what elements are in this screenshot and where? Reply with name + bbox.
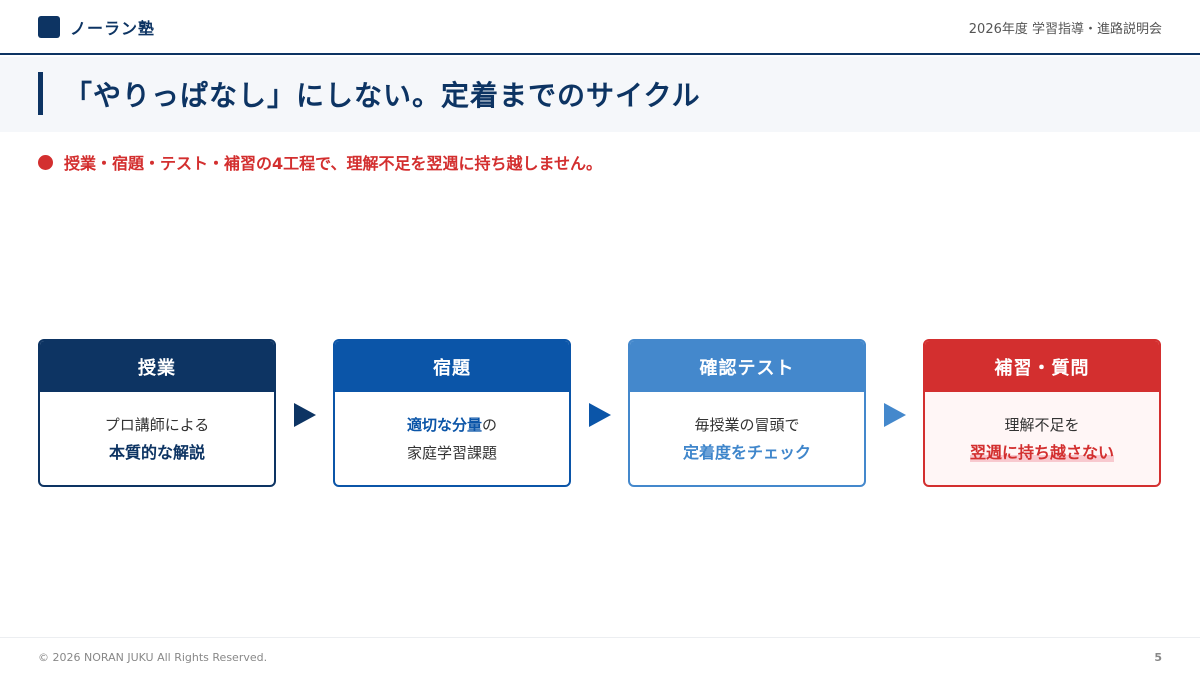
cycle-flow: 授業 プロ講師による 本質的な解説 宿題 適切な分量の 家庭学習課題 確認テスト… xyxy=(38,339,1162,487)
arrow-right-icon xyxy=(884,403,906,427)
step-body: 適切な分量の 家庭学習課題 xyxy=(335,392,569,485)
step-line-2-highlight: 翌週に持ち越さない xyxy=(969,442,1114,462)
arrow-right-icon xyxy=(294,403,316,427)
brand-name: ノーラン塾 xyxy=(70,19,156,38)
step-title: 補習・質問 xyxy=(925,341,1159,392)
step-body: プロ講師による 本質的な解説 xyxy=(40,392,274,485)
step-line-2: 家庭学習課題 xyxy=(406,443,497,462)
step-line-1: 適切な分量の xyxy=(407,411,497,439)
arrow-right-icon xyxy=(589,403,611,427)
subtitle: 授業・宿題・テスト・補習の4工程で、理解不足を翌週に持ち越しません。 xyxy=(38,150,602,174)
step-line-1: 理解不足を xyxy=(1004,415,1080,434)
step-title: 授業 xyxy=(40,341,274,392)
step-line-1-rest: の xyxy=(482,415,498,434)
step-line-2: 定着度をチェック xyxy=(682,442,811,462)
title-band: 「やりっぱなし」にしない。定着までのサイクル xyxy=(0,57,1200,132)
bullet-dot-icon xyxy=(38,154,53,170)
footer: © 2026 NORAN JUKU All Rights Reserved. 5 xyxy=(0,637,1200,675)
step-body: 毎授業の冒頭で 定着度をチェック xyxy=(630,392,864,485)
event-title: 2026年度 学習指導・進路説明会 xyxy=(968,22,1162,37)
brand-logo-icon xyxy=(38,16,60,38)
title-accent-bar xyxy=(38,72,43,115)
step-title: 宿題 xyxy=(335,341,569,392)
brand: ノーラン塾 xyxy=(38,15,155,39)
step-emphasis: 適切な分量 xyxy=(406,415,482,434)
step-line-2: 本質的な解説 xyxy=(108,442,205,462)
step-title: 確認テスト xyxy=(630,341,864,392)
page-title: 「やりっぱなし」にしない。定着までのサイクル xyxy=(64,79,701,112)
step-homework: 宿題 適切な分量の 家庭学習課題 xyxy=(333,339,571,487)
step-lesson: 授業 プロ講師による 本質的な解説 xyxy=(38,339,276,487)
subtitle-text: 授業・宿題・テスト・補習の4工程で、理解不足を翌週に持ち越しません。 xyxy=(64,154,603,173)
step-body: 理解不足を 翌週に持ち越さない xyxy=(925,392,1159,485)
step-line-1: 毎授業の冒頭で xyxy=(694,415,800,434)
step-check-test: 確認テスト 毎授業の冒頭で 定着度をチェック xyxy=(628,339,866,487)
copyright: © 2026 NORAN JUKU All Rights Reserved. xyxy=(38,651,268,664)
top-bar: ノーラン塾 2026年度 学習指導・進路説明会 xyxy=(0,0,1200,55)
page-number: 5 xyxy=(1154,651,1162,664)
step-line-1: プロ講師による xyxy=(104,415,210,434)
step-supplementary: 補習・質問 理解不足を 翌週に持ち越さない xyxy=(923,339,1161,487)
